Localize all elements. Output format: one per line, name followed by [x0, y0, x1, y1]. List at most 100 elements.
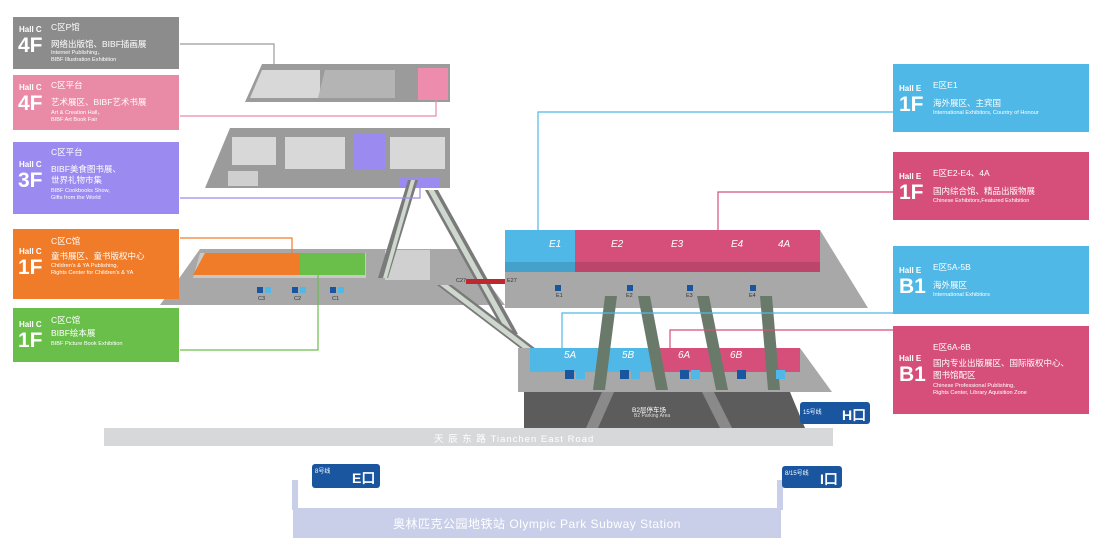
entrance-e1: E1: [556, 293, 563, 299]
zone-name-en-2: BIBF Art Book Fair: [51, 117, 98, 123]
station-label: 奥林匹克公园地铁站 Olympic Park Subway Station: [393, 517, 681, 531]
floor-label: 1F: [18, 256, 43, 279]
map-label-e2: E2: [611, 239, 624, 250]
hall-c-3f-cookbook-area: [353, 134, 385, 170]
zone-name-zh-2: 图书馆配区: [933, 370, 976, 380]
metro-exit-e[interactable]: 8号线 E口: [312, 464, 380, 488]
zone-code: C区C馆: [51, 236, 81, 246]
zone-name-en: Children's & YA Publishing,: [51, 263, 119, 269]
map-label-5b: 5B: [622, 350, 635, 361]
entrance-e2: E2: [626, 293, 633, 299]
entrance-e4: E4: [749, 293, 756, 299]
zone-code: E区E2-E4、4A: [933, 168, 990, 178]
map-label-e3: E3: [671, 239, 684, 250]
map-label-e4: E4: [731, 239, 744, 250]
entrance-c3: C3: [258, 296, 266, 302]
legend-card-e-b1-5a-5b[interactable]: Hall E B1 E区5A-5B 海外展区 International Exh…: [893, 246, 1089, 314]
hall-c-1f-green-area: [300, 253, 365, 275]
metro-exit-label: E口: [352, 470, 376, 486]
parking-label-zh: B2层停车场: [632, 407, 666, 414]
zone-code: C区平台: [51, 80, 83, 90]
zone-name-en-2: Rights Center, Library Aquisition Zone: [933, 390, 1027, 396]
hall-c-4f-art-area: [418, 68, 448, 100]
floor-label: 1F: [899, 181, 924, 204]
zone-name-zh: 童书展区、童书版权中心: [51, 251, 145, 261]
map-label-4a: 4A: [778, 239, 791, 250]
zone-name-en: International Exhibitors, Country of Hon…: [933, 110, 1039, 116]
floor-label: B1: [899, 363, 926, 386]
zone-name-zh: 海外展区: [933, 280, 968, 290]
zone-code: E区E1: [933, 80, 958, 90]
metro-line-label: 15号线: [803, 410, 822, 416]
zone-name-en-2: Rights Center for Children's & YA: [51, 270, 134, 276]
tianchen-east-road: 天 辰 东 路 Tianchen East Road: [104, 428, 833, 446]
legend-card-e-1f-e2-e4[interactable]: Hall E 1F E区E2-E4、4A 国内综合馆、精品出版物展 Chines…: [893, 152, 1089, 220]
legend-card-c-1f-picturebook[interactable]: Hall C 1F C区C馆 BIBF绘本展 BIBF Picture Book…: [13, 308, 179, 362]
hall-e-e2-e4: [575, 230, 820, 272]
zone-name-en: Chinese Professional Publishing,: [933, 383, 1015, 389]
connector-label-c27: C27: [456, 278, 467, 284]
zone-name-zh: 网络出版馆、BIBF插画展: [51, 39, 147, 49]
hall-label: Hall C: [19, 247, 42, 256]
zone-code: E区6A-6B: [933, 342, 971, 352]
floor-label: 3F: [18, 169, 43, 192]
metro-line-label: 8/15号线: [785, 471, 809, 477]
zone-code: C区平台: [51, 147, 83, 157]
legend-card-c-1f-children[interactable]: Hall C 1F C区C馆 童书展区、童书版权中心 Children's & …: [13, 229, 179, 299]
metro-exit-i[interactable]: 8/15号线 I口: [782, 466, 842, 488]
floor-label: B1: [899, 275, 926, 298]
zone-code: E区5A-5B: [933, 262, 971, 272]
map-label-6a: 6A: [678, 350, 691, 361]
legend-card-c-4f-art[interactable]: Hall C 4F C区平台 艺术展区、BIBF艺术书展 Art & Creat…: [13, 75, 179, 130]
zone-name-en: Art & Creation Hall，: [51, 110, 103, 116]
hall-e-5a-5b: [530, 348, 652, 372]
zone-name-zh: 国内专业出版展区、国际版权中心、: [933, 358, 1070, 368]
hall-label: Hall E: [899, 266, 922, 275]
hall-label: Hall C: [19, 25, 42, 34]
legend-card-c-3f[interactable]: Hall C 3F C区平台 BIBF美食图书展、 世界礼物市集 BIBF Co…: [13, 142, 179, 214]
zone-code: C区C馆: [51, 315, 81, 325]
legend-card-e-b1-6a-6b[interactable]: Hall E B1 E区6A-6B 国内专业出版展区、国际版权中心、 图书馆配区…: [893, 326, 1089, 414]
entrance-c1: C1: [332, 296, 340, 302]
olympic-park-subway-station: 奥林匹克公园地铁站 Olympic Park Subway Station: [293, 508, 781, 538]
entrance-c2: C2: [294, 296, 302, 302]
floor-label: 4F: [18, 92, 43, 115]
zone-name-zh: BIBF绘本展: [51, 328, 96, 338]
hall-label: Hall E: [899, 354, 922, 363]
zone-name-en: BIBF Picture Book Exhibition: [51, 341, 123, 347]
metro-exit-label: I口: [820, 471, 838, 487]
hall-label: Hall E: [899, 84, 922, 93]
zone-name-zh-2: 世界礼物市集: [51, 175, 103, 185]
parking-label-en: B2 Parking Area: [634, 413, 671, 419]
zone-name-en: International Exhibitors: [933, 292, 990, 298]
map-label-5a: 5A: [564, 350, 577, 361]
map-label-6b: 6B: [730, 350, 743, 361]
zone-name-zh: 国内综合馆、精品出版物展: [933, 186, 1036, 196]
legend-card-c-4f-p[interactable]: Hall C 4F C区P馆 网络出版馆、BIBF插画展 Internet Pu…: [13, 17, 179, 69]
floor-label: 1F: [18, 329, 43, 352]
zone-name-en-2: Gifts from the World: [51, 195, 101, 201]
zone-name-en: Chinese Exhibitors,Featured Exhibition: [933, 198, 1030, 204]
zone-name-zh: 海外展区、主宾国: [933, 98, 1002, 108]
metro-line-label: 8号线: [315, 469, 331, 475]
hall-label: Hall C: [19, 83, 42, 92]
entrance-e3: E3: [686, 293, 693, 299]
metro-exit-label: H口: [842, 407, 867, 423]
zone-name-en: Internet Publishing，: [51, 50, 103, 56]
hall-label: Hall C: [19, 320, 42, 329]
floor-label: 1F: [899, 93, 924, 116]
hall-e-e1: [505, 230, 575, 272]
zone-name-en-2: BIBF Illustration Exhibition: [51, 57, 117, 63]
zone-name-zh: 艺术展区、BIBF艺术书展: [51, 97, 147, 107]
zone-code: C区P馆: [51, 22, 80, 32]
legend-card-e-1f-e1[interactable]: Hall E 1F E区E1 海外展区、主宾国 International Ex…: [893, 64, 1089, 132]
metro-exit-h[interactable]: 15号线 H口: [800, 402, 870, 424]
floor-label: 4F: [18, 34, 43, 57]
hall-label: Hall E: [899, 172, 922, 181]
zone-name-zh: BIBF美食图书展、: [51, 164, 121, 174]
connector-label-e27: E27: [507, 278, 517, 284]
zone-name-en: BIBF Cookbooks Show,: [51, 188, 110, 194]
road-label: 天 辰 东 路 Tianchen East Road: [434, 434, 595, 445]
map-label-e1: E1: [549, 239, 562, 250]
